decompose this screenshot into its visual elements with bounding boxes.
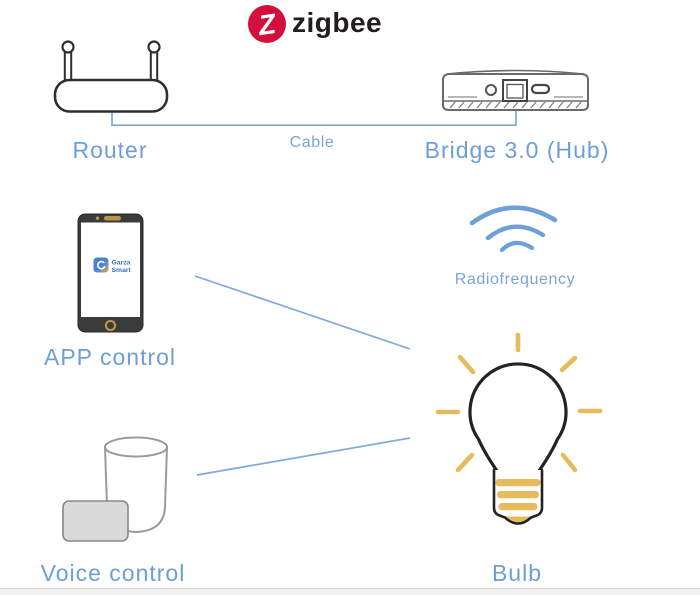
- bulb-label: Bulb: [491, 560, 543, 586]
- phone-speaker-slot: [104, 216, 121, 221]
- zigbee-logo-text: zigbee: [292, 7, 383, 38]
- bulb-base-stripes: [495, 479, 541, 523]
- bulb-glass: [468, 362, 568, 473]
- bottom-edge-strip: [0, 588, 700, 595]
- hub-hatch-marks: [449, 101, 582, 109]
- router-icon: [53, 40, 169, 113]
- speaker-remote-pad: [62, 500, 129, 542]
- svg-text:Garza: Garza: [112, 260, 131, 267]
- phone-home-button: [104, 319, 117, 332]
- phone-screen: [81, 222, 140, 317]
- app-control-label: APP control: [43, 344, 177, 370]
- phone-icon: Garza Smart: [77, 213, 144, 333]
- bridge-label: Bridge 3.0 (Hub): [424, 137, 610, 163]
- voice-to-bulb-line: [196, 437, 411, 476]
- radiofrequency-label: Radiofrequency: [454, 271, 576, 288]
- zigbee-logo-icon: Z: [248, 5, 286, 43]
- smart-speaker-icon: [62, 436, 168, 542]
- garza-smart-app-logo: Garza Smart: [93, 257, 132, 274]
- voice-control-label: Voice control: [40, 560, 186, 586]
- bulb-rays: [435, 332, 603, 473]
- phone-camera-dot: [95, 216, 100, 220]
- hub-usb-port: [530, 83, 551, 95]
- router-label: Router: [72, 137, 148, 163]
- bulb-icon: [435, 332, 603, 525]
- svg-text:Smart: Smart: [112, 267, 132, 274]
- app-to-bulb-line: [194, 275, 411, 350]
- cable-label: Cable: [289, 134, 335, 151]
- hub-ethernet-port: [502, 79, 528, 102]
- hub-reset-button: [485, 84, 497, 96]
- bridge-hub-icon: [442, 69, 589, 111]
- radiofrequency-icon: [469, 205, 558, 253]
- svg-text:Z: Z: [255, 8, 278, 41]
